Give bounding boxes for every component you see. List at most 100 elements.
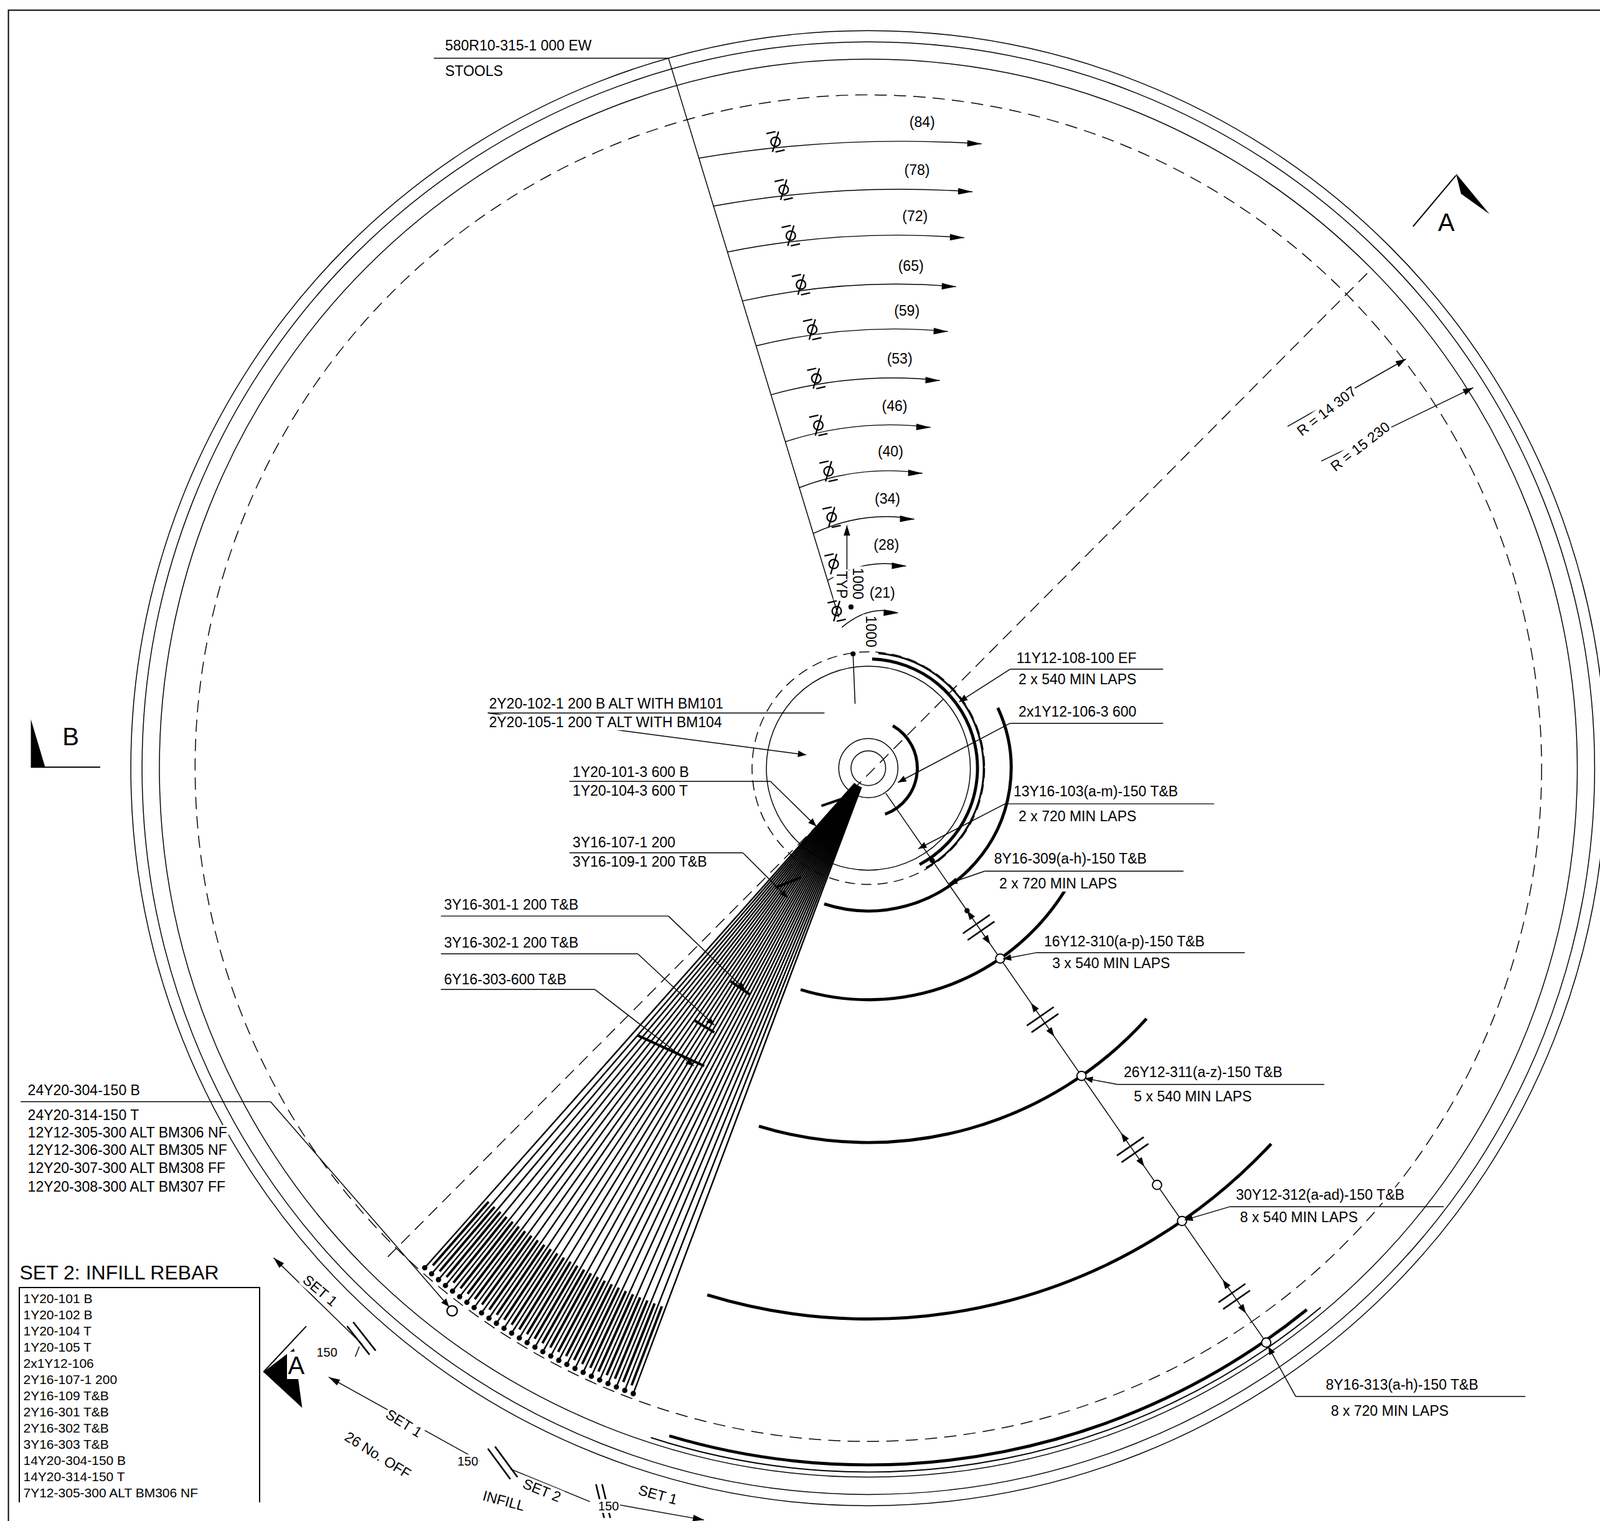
arrowhead	[941, 282, 957, 289]
slab-edge	[159, 59, 1578, 1478]
dimension-dot	[848, 604, 854, 610]
stool-symbol	[766, 131, 776, 134]
bar-end	[630, 1390, 637, 1397]
stool-symbol	[783, 197, 794, 200]
bar-end	[486, 1315, 492, 1322]
radial-bar	[424, 783, 855, 1268]
break-mark	[1223, 1290, 1251, 1310]
rebar-callout: STOOLS	[443, 63, 505, 80]
rebar-arc	[707, 1143, 1272, 1319]
stool-symbol	[816, 386, 826, 389]
rebar-callout: 2 x 720 MIN LAPS	[997, 875, 1119, 892]
dimension-text: 1000	[849, 566, 865, 601]
infill-bar	[496, 1244, 545, 1315]
rebar-callout: 13Y16-103(a-m)-150 T&B	[1012, 783, 1180, 800]
rebar-callout: 8 x 540 MIN LAPS	[1238, 1209, 1360, 1226]
infill-bar	[439, 1206, 495, 1272]
bar-end	[509, 1330, 515, 1337]
stool-symbol	[809, 415, 819, 418]
arrowhead	[685, 1058, 695, 1066]
radial-bar	[519, 785, 858, 1338]
table-row: 2Y16-107-1 200	[23, 1371, 256, 1388]
cover-line	[194, 94, 1542, 1442]
rebar-callout: 2 x 720 MIN LAPS	[1017, 808, 1138, 825]
bar-end	[532, 1344, 538, 1351]
bar-tick	[730, 981, 751, 995]
radial-bar	[496, 785, 857, 1323]
arrowhead	[1238, 1303, 1247, 1313]
rebar-callout: 12Y12-305-300 ALT BM306 NF	[26, 1124, 229, 1141]
lap-marker	[1177, 1216, 1187, 1226]
rebar-callout: 2 x 540 MIN LAPS	[1017, 671, 1138, 688]
arrowhead	[966, 910, 975, 921]
slab-edge	[130, 30, 1600, 1506]
centre-ring	[851, 750, 886, 786]
inner-ring	[766, 666, 971, 871]
centre-ring	[838, 738, 898, 798]
arrowhead	[925, 376, 940, 383]
stool-symbol	[801, 292, 811, 295]
arrowhead	[1184, 1214, 1194, 1221]
leader-line	[742, 852, 788, 898]
leader-line	[355, 1346, 360, 1357]
dimension-text: 26 No. OFF	[340, 1428, 415, 1483]
radial-bar	[431, 783, 855, 1274]
arrowhead	[967, 140, 982, 147]
stool-symbol	[833, 600, 840, 622]
label-underline	[1117, 1083, 1325, 1085]
leader-line	[637, 953, 715, 1026]
bar-end	[524, 1339, 530, 1346]
stool-symbol	[831, 525, 842, 528]
table-row: 1Y20-102 B	[23, 1306, 256, 1323]
break-mark	[1121, 1143, 1149, 1163]
dimension-text: 1000	[862, 614, 878, 649]
stool-symbol	[775, 150, 786, 152]
infill-bar	[590, 1291, 626, 1368]
arrowhead	[779, 889, 788, 898]
break-mark	[347, 1326, 370, 1355]
leader-line	[959, 669, 1011, 702]
stool-ring	[799, 470, 923, 488]
label-underline	[20, 1101, 271, 1102]
table-heading: SET 2: INFILL REBAR	[18, 1261, 261, 1285]
bar-end	[564, 1361, 570, 1368]
bar-end	[442, 1282, 449, 1289]
stool-symbol	[791, 274, 802, 277]
table-row: 1Y20-105 T	[23, 1339, 256, 1356]
rebar-callout: (72)	[900, 208, 929, 225]
rebar-callout: 2Y20-102-1 200 B ALT WITH BM101	[487, 696, 725, 712]
radial-bar	[474, 784, 857, 1308]
label-underline	[1010, 722, 1164, 724]
leader-line	[433, 57, 669, 59]
label-underline	[440, 989, 595, 990]
arrowhead	[1030, 1002, 1040, 1013]
arrowhead	[1046, 1027, 1055, 1037]
label-underline	[1295, 1395, 1526, 1397]
stool-symbol	[774, 179, 784, 182]
arrowhead	[808, 818, 817, 827]
rebar-callout: 24Y20-304-150 B	[26, 1082, 142, 1099]
label-underline	[1004, 803, 1215, 804]
radial-bar	[452, 783, 857, 1291]
radial-bar	[459, 784, 856, 1297]
rebar-callout: 6Y16-303-600 T&B	[442, 971, 568, 988]
rebar-arc	[872, 659, 978, 865]
label-underline	[440, 953, 638, 954]
stool-ring	[742, 283, 956, 301]
arrowhead	[1222, 1279, 1231, 1289]
bar-end	[597, 1377, 603, 1383]
bar-end	[422, 1265, 428, 1271]
label-underline	[984, 870, 1185, 872]
bar-end	[555, 1357, 562, 1364]
infill-bar	[446, 1212, 501, 1278]
bar-end	[464, 1299, 471, 1305]
break-mark	[1026, 1007, 1054, 1026]
arrowhead	[891, 562, 906, 569]
arrowhead	[1136, 1156, 1145, 1167]
dimension-line	[612, 1503, 705, 1520]
arrowhead	[959, 694, 969, 702]
arrowhead	[843, 525, 850, 536]
section-marker	[31, 719, 46, 768]
arrowhead	[1121, 1133, 1130, 1143]
stool-symbol	[822, 506, 832, 509]
